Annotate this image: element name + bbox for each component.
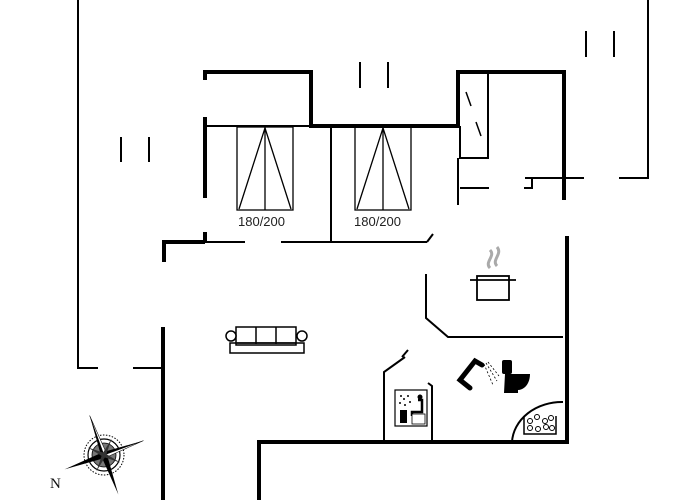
cooking-pot-icon	[470, 246, 516, 301]
bed-size-label-bedroom-2: 180/200	[354, 214, 401, 229]
bed-1	[236, 125, 294, 211]
sofa-icon	[225, 326, 308, 354]
bed-2	[354, 125, 412, 211]
sauna-icon	[394, 389, 428, 427]
whirlpool-icon	[523, 414, 557, 435]
shower-icon	[456, 357, 500, 391]
toilet-icon	[502, 360, 530, 393]
bed-size-label-bedroom-1: 180/200	[238, 214, 285, 229]
terrace-outline	[77, 0, 649, 369]
compass-rose-icon	[64, 415, 144, 495]
exterior-walls	[161, 70, 569, 500]
interior-walls	[205, 74, 564, 443]
compass-north-label: N	[50, 476, 61, 492]
